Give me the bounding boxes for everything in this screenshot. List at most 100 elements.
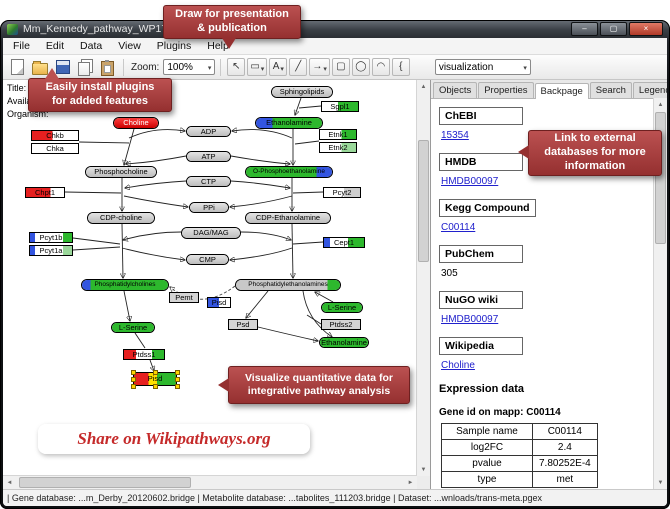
node-ethanolamine_bottom[interactable]: Ethanolamine bbox=[319, 337, 369, 348]
label-tool-button[interactable]: A bbox=[269, 58, 288, 76]
ellipse-tool-button[interactable]: ◯ bbox=[351, 58, 370, 76]
node-chpt1[interactable]: Chpt1 bbox=[25, 187, 65, 198]
select-tool-button[interactable]: ↖ bbox=[227, 58, 246, 76]
node-pemt[interactable]: Pemt bbox=[169, 292, 199, 303]
copy-button[interactable] bbox=[75, 58, 96, 76]
canvas-horizontal-scrollbar[interactable] bbox=[3, 475, 417, 489]
open-folder-button[interactable] bbox=[29, 58, 51, 76]
node-etnk2[interactable]: Etnk2 bbox=[319, 142, 357, 153]
arc-tool-button[interactable]: ◠ bbox=[371, 58, 390, 76]
backpage-header: Kegg Compound bbox=[439, 199, 536, 217]
node-pcyt1b[interactable]: Pcyt1b bbox=[29, 232, 73, 243]
menu-edit[interactable]: Edit bbox=[45, 40, 65, 52]
node-chkb[interactable]: Chkb bbox=[31, 130, 79, 141]
scroll-down-icon[interactable] bbox=[654, 476, 667, 489]
scroll-left-icon[interactable] bbox=[3, 476, 16, 489]
node-atp[interactable]: ATP bbox=[186, 151, 231, 162]
menu-file[interactable]: File bbox=[13, 40, 30, 52]
backpage-header: Wikipedia bbox=[439, 337, 523, 355]
backpage-header: NuGO wiki bbox=[439, 291, 523, 309]
horizontal-scroll-thumb[interactable] bbox=[19, 477, 191, 488]
rectangle-tool-button[interactable]: ▢ bbox=[331, 58, 350, 76]
node-ethanolamine_top[interactable]: Ethanolamine bbox=[255, 117, 323, 129]
node-pisd_small[interactable]: Pisd bbox=[207, 297, 231, 308]
scroll-down-icon[interactable] bbox=[417, 463, 430, 476]
node-ptdss2[interactable]: Ptdss2 bbox=[321, 319, 361, 330]
selection-handle[interactable] bbox=[131, 370, 136, 375]
tab-backpage[interactable]: Backpage bbox=[534, 83, 589, 99]
node-psd[interactable]: Psd bbox=[228, 319, 258, 330]
menu-plugins[interactable]: Plugins bbox=[156, 40, 192, 52]
vertical-scroll-thumb[interactable] bbox=[418, 140, 429, 262]
node-ctp[interactable]: CTP bbox=[186, 176, 231, 187]
tab-properties[interactable]: Properties bbox=[478, 82, 534, 98]
node-cdp_choline[interactable]: CDP-choline bbox=[87, 212, 155, 224]
canvas-vertical-scrollbar[interactable] bbox=[416, 80, 430, 476]
node-pcyt1a[interactable]: Pcyt1a bbox=[29, 245, 73, 256]
zoom-combobox[interactable]: 100% bbox=[163, 59, 216, 75]
pathway-canvas[interactable]: Title:Availability:Organism: Sphingolipi… bbox=[3, 80, 417, 476]
node-l_serine_right[interactable]: L-Serine bbox=[321, 302, 363, 313]
menu-view[interactable]: View bbox=[118, 40, 141, 52]
node-phosphocholine[interactable]: Phosphocholine bbox=[85, 166, 157, 178]
selection-handle[interactable] bbox=[175, 370, 180, 375]
node-ppi[interactable]: PPi bbox=[189, 202, 229, 213]
backpage-link[interactable]: HMDB00097 bbox=[441, 176, 499, 187]
selection-handle[interactable] bbox=[153, 384, 158, 389]
selection-handle[interactable] bbox=[153, 370, 158, 375]
node-o_phosphoethanolamine[interactable]: O-Phosphoethanolamine bbox=[245, 166, 333, 178]
menu-data[interactable]: Data bbox=[80, 40, 103, 52]
node-cept1[interactable]: Cept1 bbox=[323, 237, 365, 248]
maximize-button[interactable]: ▢ bbox=[600, 22, 627, 36]
scroll-up-icon[interactable] bbox=[417, 80, 430, 93]
scroll-right-icon[interactable] bbox=[404, 476, 417, 489]
node-label: Chka bbox=[32, 144, 78, 153]
save-button[interactable] bbox=[53, 58, 73, 76]
callout-visualize-data: Visualize quantitative data for integrat… bbox=[218, 366, 410, 404]
tab-search[interactable]: Search bbox=[589, 82, 632, 98]
node-sphingolipids[interactable]: Sphingolipids bbox=[271, 86, 333, 98]
backpage-link[interactable]: Choline bbox=[441, 360, 475, 371]
node-phosphatidylcholines[interactable]: Phosphatidylcholines bbox=[81, 279, 169, 291]
toolbar: Zoom: 100% ↖▭A╱→▢◯◠{ visualization bbox=[3, 55, 667, 80]
visualization-combobox[interactable]: visualization bbox=[434, 59, 531, 75]
node-cdp_ethanolamine[interactable]: CDP-Ethanolamine bbox=[245, 212, 331, 224]
selection-handle[interactable] bbox=[131, 384, 136, 389]
pathway-edge bbox=[246, 290, 269, 318]
tab-legend[interactable]: Legend bbox=[632, 82, 667, 98]
paste-button[interactable] bbox=[98, 58, 117, 76]
panel-vertical-scrollbar[interactable] bbox=[653, 98, 667, 489]
selection-handle[interactable] bbox=[131, 377, 136, 382]
scroll-up-icon[interactable] bbox=[654, 98, 667, 111]
minimize-button[interactable]: – bbox=[571, 22, 598, 36]
tab-objects[interactable]: Objects bbox=[433, 82, 478, 98]
node-sgpl1[interactable]: Sgpl1 bbox=[321, 101, 359, 112]
node-selected_node[interactable]: Pisd bbox=[131, 370, 180, 389]
node-phosphatidylethanolamines[interactable]: Phosphatidylethanolamines bbox=[235, 279, 341, 291]
panel-scroll-thumb[interactable] bbox=[655, 112, 666, 244]
selection-handle[interactable] bbox=[175, 377, 180, 382]
arrow-tool-button[interactable]: → bbox=[309, 58, 330, 76]
node-cmp[interactable]: CMP bbox=[186, 254, 229, 265]
new-file-button[interactable] bbox=[8, 58, 27, 76]
node-etnk1[interactable]: Etnk1 bbox=[319, 129, 357, 140]
brace-tool-button[interactable]: { bbox=[391, 58, 410, 76]
node-choline[interactable]: Choline bbox=[113, 117, 159, 129]
node-l_serine_left[interactable]: L-Serine bbox=[111, 322, 155, 333]
backpage-link[interactable]: 15354 bbox=[441, 130, 469, 141]
node-adp[interactable]: ADP bbox=[186, 126, 231, 137]
node-pcyt2[interactable]: Pcyt2 bbox=[323, 187, 361, 198]
node-ptdss1[interactable]: Ptdss1 bbox=[123, 349, 165, 360]
backpage-link[interactable]: C00114 bbox=[441, 222, 476, 233]
selection-handle[interactable] bbox=[175, 384, 180, 389]
node-dag_mag[interactable]: DAG/MAG bbox=[181, 227, 241, 239]
window-titlebar[interactable]: Mm_Kennedy_pathway_WP1771_45176.gpml –▢× bbox=[0, 20, 670, 38]
status-text: | Gene database: ...m_Derby_20120602.bri… bbox=[7, 493, 543, 503]
datanode-tool-button[interactable]: ▭ bbox=[247, 58, 268, 76]
line-tool-button[interactable]: ╱ bbox=[289, 58, 308, 76]
node-chka[interactable]: Chka bbox=[31, 143, 79, 154]
backpage-link[interactable]: HMDB00097 bbox=[441, 314, 499, 325]
close-button[interactable]: × bbox=[629, 22, 663, 36]
